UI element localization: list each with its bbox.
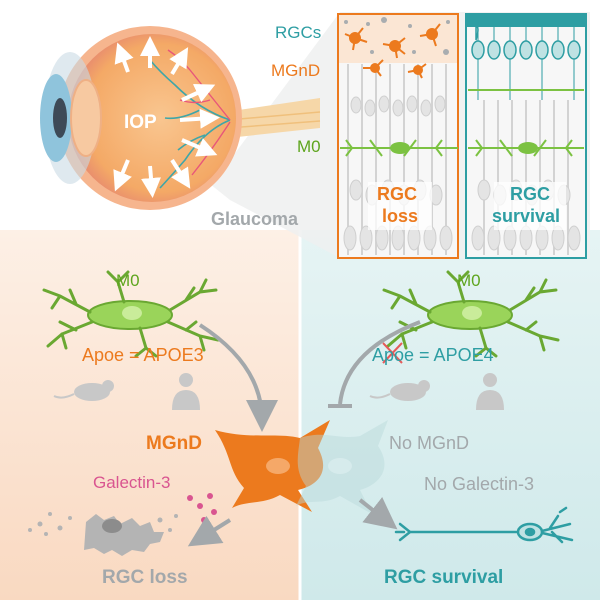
mgnd-cell bbox=[215, 420, 330, 512]
arrow-m0-to-mgnd bbox=[198, 323, 278, 432]
human-icon-left bbox=[172, 373, 200, 410]
left-mgnd-label: MGnD bbox=[146, 433, 202, 454]
no-mgnd-ghost-cell bbox=[296, 420, 388, 514]
m0-microglia-left bbox=[42, 270, 220, 358]
galectin-label: Galectin-3 bbox=[93, 473, 171, 492]
panel-survival-line1: RGC bbox=[510, 184, 550, 204]
eye-illustration bbox=[40, 26, 242, 210]
no-galectin-label: No Galectin-3 bbox=[424, 474, 535, 494]
m0-microglia-right bbox=[382, 270, 560, 358]
human-icon-right bbox=[476, 373, 504, 410]
inhibition-line bbox=[338, 320, 421, 405]
left-m0-label: M0 bbox=[116, 271, 140, 290]
retina-panel-survival bbox=[465, 13, 587, 259]
mouse-icon-right bbox=[369, 380, 430, 401]
degenerating-rgc bbox=[28, 512, 178, 556]
mouse-icon-left bbox=[53, 380, 114, 401]
right-apoe-text: Apoe = APOE4 bbox=[372, 345, 494, 365]
arrow-to-survival bbox=[358, 497, 398, 530]
layer-label-m0: M0 bbox=[297, 137, 321, 156]
glaucoma-label: Glaucoma bbox=[211, 209, 299, 229]
iop-label: IOP bbox=[124, 112, 157, 133]
panel-loss-line2: loss bbox=[382, 206, 419, 226]
layer-label-mgnd: MGnD bbox=[271, 61, 321, 80]
right-outcome-label: RGC survival bbox=[384, 567, 504, 588]
no-mgnd-label: No MGnD bbox=[389, 433, 470, 453]
panel-loss-line1: RGC bbox=[377, 184, 417, 204]
strike-mark bbox=[382, 342, 403, 364]
retina-panel-loss bbox=[337, 13, 459, 259]
left-apoe-text: Apoe = APOE3 bbox=[82, 345, 204, 365]
arrow-mgnd-to-loss bbox=[187, 515, 232, 547]
healthy-rgc bbox=[394, 506, 574, 544]
left-outcome-label: RGC loss bbox=[102, 567, 188, 588]
panel-survival-line2: survival bbox=[492, 206, 561, 226]
right-m0-label: M0 bbox=[457, 271, 481, 290]
optic-nerve bbox=[225, 98, 320, 138]
layer-label-rgcs: RGCs bbox=[275, 23, 322, 42]
